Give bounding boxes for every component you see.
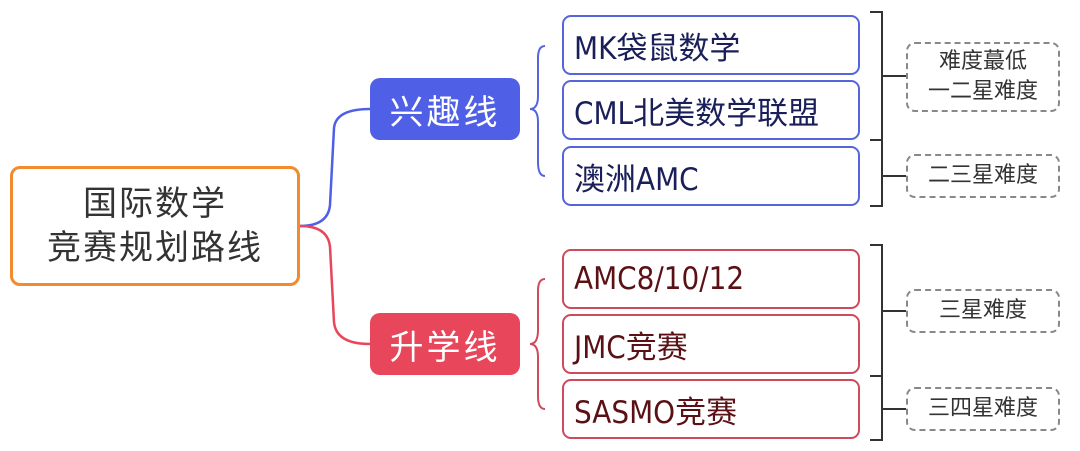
leaf-interest-1: MK袋鼠数学 — [562, 15, 860, 75]
branch-advancement-label: 升学线 — [389, 327, 501, 368]
root-title-line2: 竞赛规划路线 — [47, 228, 263, 268]
bracket-interest — [529, 45, 546, 177]
difficulty-bracket-4 — [870, 375, 906, 441]
difficulty-label-1: 难度蕞低 一二星难度 — [906, 42, 1060, 112]
difficulty-text: 三四星难度 — [927, 396, 1038, 421]
leaf-label: MK袋鼠数学 — [574, 30, 741, 67]
difficulty-text: 三星难度 — [938, 298, 1027, 323]
difficulty-text: 一二星难度 — [927, 79, 1038, 104]
leaf-label: AMC8/10/12 — [574, 261, 745, 297]
leaf-label: CML北美数学联盟 — [574, 95, 820, 132]
difficulty-bracket-1 — [870, 11, 906, 141]
difficulty-label-4: 三四星难度 — [906, 387, 1060, 431]
leaf-interest-2: CML北美数学联盟 — [562, 80, 860, 140]
difficulty-text: 难度蕞低 — [938, 49, 1027, 74]
connector-root-to-interest — [299, 107, 371, 228]
leaf-label: 澳洲AMC — [574, 161, 699, 198]
difficulty-label-2: 二三星难度 — [906, 154, 1060, 198]
leaf-advancement-1: AMC8/10/12 — [562, 249, 860, 309]
difficulty-bracket-3 — [870, 244, 906, 377]
connector-root-to-advancement — [299, 224, 371, 346]
root-title-line1: 国际数学 — [83, 184, 227, 224]
leaf-advancement-2: JMC竞赛 — [562, 314, 860, 374]
difficulty-bracket-2 — [870, 139, 906, 207]
root-node: 国际数学 竞赛规划路线 — [10, 166, 300, 286]
difficulty-label-3: 三星难度 — [906, 289, 1060, 333]
branch-interest-label: 兴趣线 — [389, 92, 501, 133]
branch-interest: 兴趣线 — [370, 78, 520, 140]
leaf-advancement-3: SASMO竞赛 — [562, 379, 860, 439]
leaf-label: JMC竞赛 — [574, 329, 688, 366]
branch-advancement: 升学线 — [370, 313, 520, 375]
leaf-interest-3: 澳洲AMC — [562, 146, 860, 206]
leaf-label: SASMO竞赛 — [574, 394, 738, 431]
bracket-advancement — [529, 278, 546, 410]
difficulty-text: 二三星难度 — [927, 163, 1038, 188]
